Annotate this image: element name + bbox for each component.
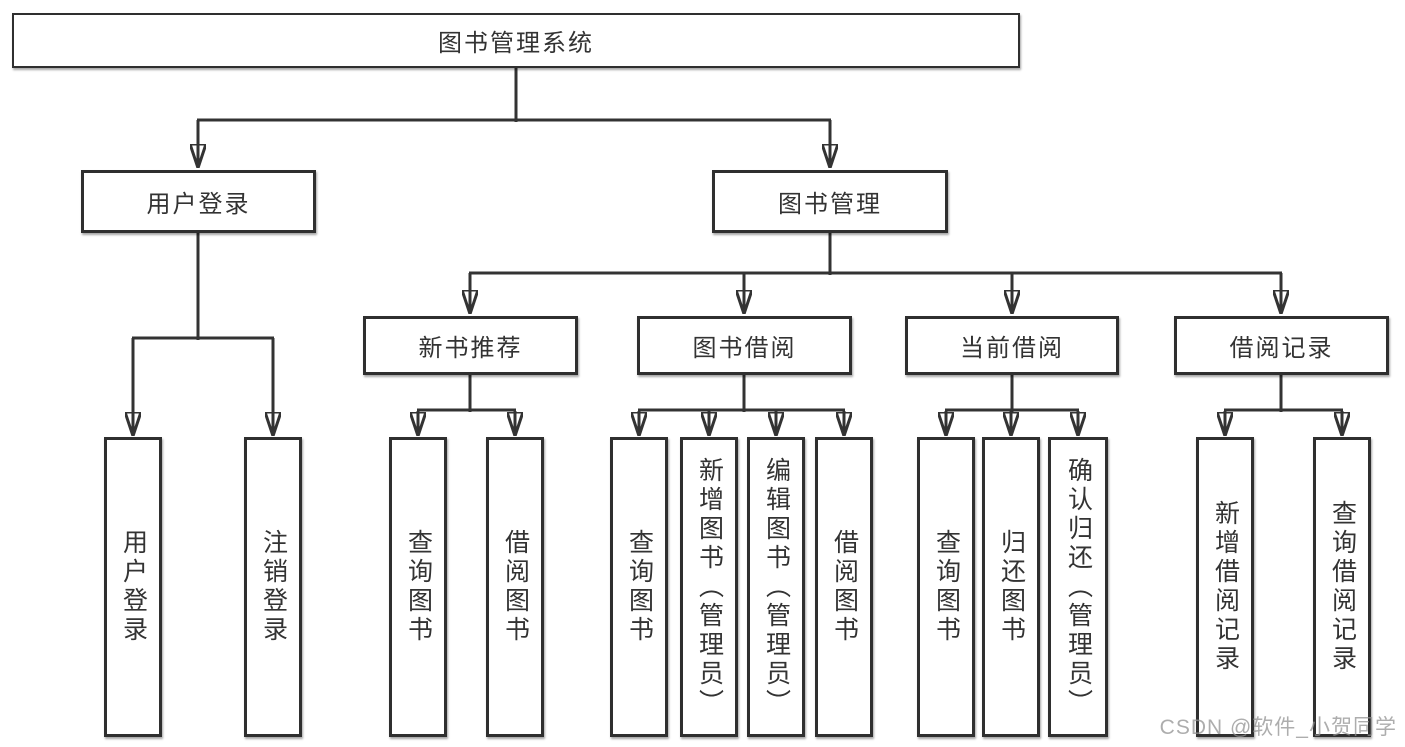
node-current-borrow: 当前借阅 <box>905 316 1119 375</box>
connector-book-borrow-to-leaves <box>638 375 845 435</box>
leaf-borrow-books-2: 借阅图书 <box>815 437 873 737</box>
node-label: 借阅图书 <box>830 529 859 645</box>
connector-user-login-to-leaves <box>132 233 274 435</box>
node-label: 确认归还（管理员） <box>1064 456 1093 718</box>
node-label: 图书借阅 <box>692 335 797 362</box>
connector-root-to-level2 <box>197 68 831 167</box>
node-borrow-records: 借阅记录 <box>1174 316 1389 375</box>
connector-new-book-recommend-to-leaves <box>417 375 516 435</box>
node-label: 查询图书 <box>625 529 654 645</box>
node-label: 用户登录 <box>146 191 251 218</box>
leaf-edit-book-admin: 编辑图书（管理员） <box>747 437 805 737</box>
node-book-management: 图书管理 <box>712 170 948 233</box>
leaf-logout: 注销登录 <box>244 437 302 737</box>
node-label: 查询图书 <box>932 529 961 645</box>
node-label: 新书推荐 <box>418 335 523 362</box>
leaf-confirm-return-admin: 确认归还（管理员） <box>1048 437 1108 737</box>
leaf-query-books-current: 查询图书 <box>917 437 975 737</box>
node-label: 归还图书 <box>997 529 1026 645</box>
connector-borrow-records-to-leaves <box>1224 375 1343 435</box>
node-label: 当前借阅 <box>960 335 1064 362</box>
node-label: 借阅图书 <box>501 529 530 645</box>
leaf-query-borrow-record: 查询借阅记录 <box>1313 437 1371 737</box>
leaf-query-books-recommend: 查询图书 <box>389 437 447 737</box>
node-label: 查询图书 <box>404 529 433 645</box>
node-label: 借阅记录 <box>1229 335 1334 362</box>
node-label: 新增图书（管理员） <box>695 456 724 718</box>
leaf-user-login: 用户登录 <box>104 437 162 737</box>
node-label: 用户登录 <box>119 529 148 645</box>
csdn-watermark: CSDN @软件_小贺同学 <box>1159 716 1397 739</box>
node-label: 图书管理系统 <box>438 30 594 57</box>
leaf-query-books-borrow: 查询图书 <box>610 437 668 737</box>
leaf-add-borrow-record: 新增借阅记录 <box>1196 437 1254 737</box>
node-label: 编辑图书（管理员） <box>762 456 791 718</box>
connector-book-management-to-level3 <box>469 233 1282 313</box>
node-label: 新增借阅记录 <box>1211 500 1240 674</box>
node-label: 图书管理 <box>778 191 882 218</box>
node-book-borrow: 图书借阅 <box>637 316 852 375</box>
node-label: 注销登录 <box>259 529 288 645</box>
node-new-book-recommend: 新书推荐 <box>363 316 578 375</box>
leaf-borrow-books-recommend: 借阅图书 <box>486 437 544 737</box>
node-label: 查询借阅记录 <box>1328 500 1357 674</box>
node-root-system: 图书管理系统 <box>12 13 1020 68</box>
leaf-add-book-admin: 新增图书（管理员） <box>680 437 738 737</box>
node-user-login: 用户登录 <box>81 170 316 233</box>
connector-current-borrow-to-leaves <box>945 375 1079 435</box>
leaf-return-book: 归还图书 <box>982 437 1040 737</box>
